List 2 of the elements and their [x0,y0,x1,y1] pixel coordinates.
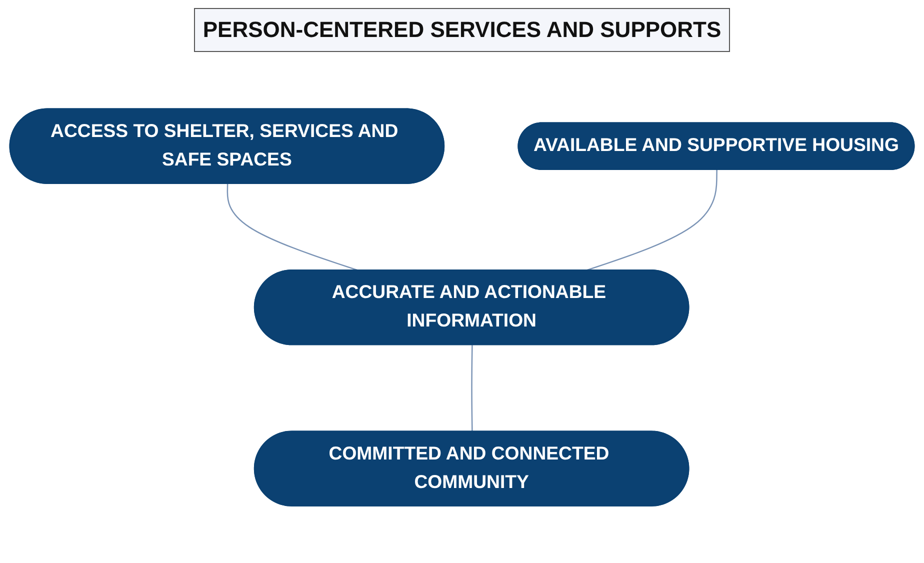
connector [471,345,473,432]
title: PERSON-CENTERED SERVICES AND SUPPORTS [194,8,730,52]
